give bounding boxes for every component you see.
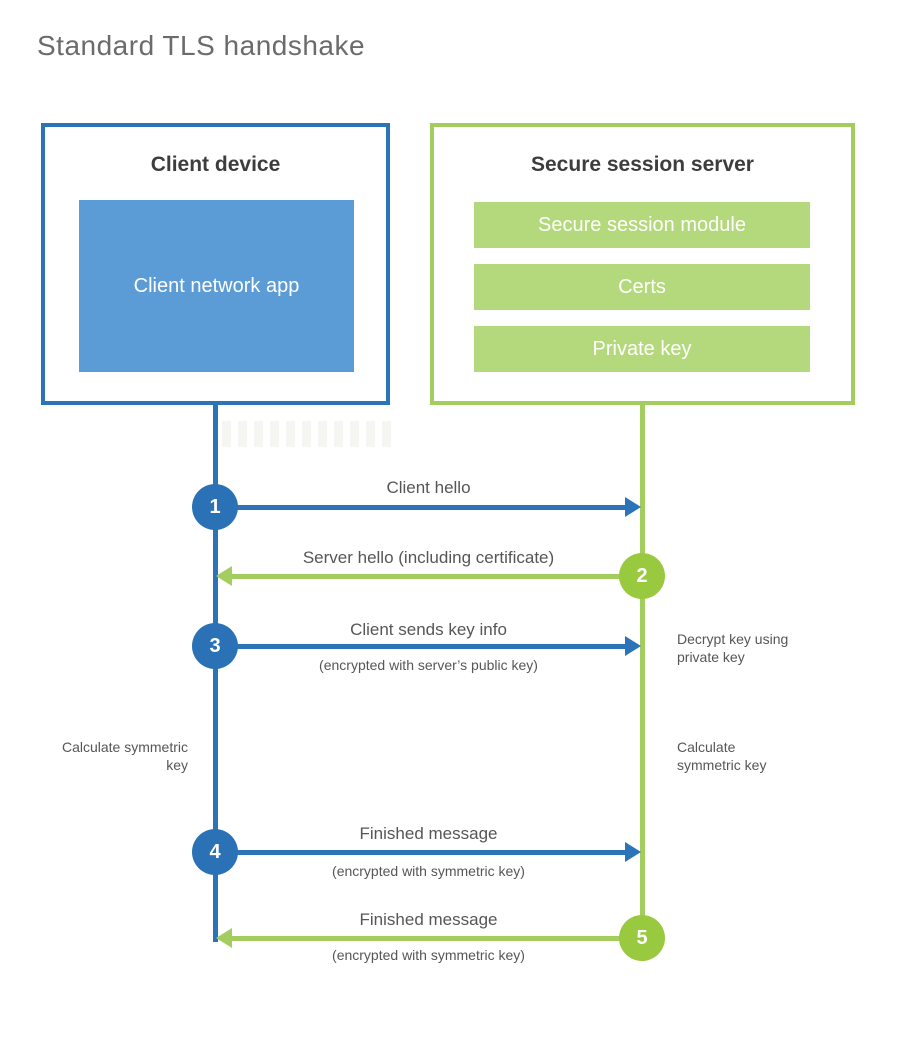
client-device-box: Client device Client network app bbox=[41, 123, 390, 405]
step-3-badge: 3 bbox=[192, 623, 238, 669]
step-1-badge: 1 bbox=[192, 484, 238, 530]
step-2-badge: 2 bbox=[619, 553, 665, 599]
watermark bbox=[222, 421, 392, 447]
server-lifeline bbox=[640, 405, 645, 961]
msg1-line bbox=[215, 505, 627, 510]
msg5-sublabel: (encrypted with symmetric key) bbox=[332, 947, 525, 963]
decrypt-key-note: Decrypt key using private key bbox=[677, 631, 789, 665]
page-title: Standard TLS handshake bbox=[37, 30, 366, 61]
msg1-arrow-right-icon bbox=[625, 497, 641, 517]
step-5-badge: 5 bbox=[619, 915, 665, 961]
private-key-bar: Private key bbox=[474, 326, 810, 372]
msg1-label: Client hello bbox=[386, 478, 471, 497]
msg4-arrow-right-icon bbox=[625, 842, 641, 862]
client-network-app-box: Client network app bbox=[79, 200, 354, 372]
msg3-line bbox=[215, 644, 627, 649]
secure-session-server-box: Secure session server Secure session mod… bbox=[430, 123, 855, 405]
msg4-label: Finished message bbox=[359, 824, 498, 843]
msg4-line bbox=[215, 850, 627, 855]
calc-symmetric-key-note-right: Calculate symmetric key bbox=[677, 739, 767, 773]
msg2-line bbox=[230, 574, 642, 579]
client-device-title: Client device bbox=[150, 153, 281, 176]
msg5-arrow-left-icon bbox=[216, 928, 232, 948]
msg3-arrow-right-icon bbox=[625, 636, 641, 656]
msg2-arrow-left-icon bbox=[216, 566, 232, 586]
msg5-line bbox=[230, 936, 642, 941]
msg3-label: Client sends key info bbox=[350, 620, 507, 639]
step-4-badge: 4 bbox=[192, 829, 238, 875]
calc-symmetric-key-note-left: Calculate symmetric key bbox=[61, 739, 188, 773]
certs-bar: Certs bbox=[474, 264, 810, 310]
msg3-sublabel: (encrypted with server’s public key) bbox=[319, 657, 538, 673]
msg2-label: Server hello (including certificate) bbox=[302, 548, 555, 567]
client-lifeline bbox=[213, 405, 218, 942]
secure-session-server-title: Secure session server bbox=[531, 153, 754, 176]
msg5-label: Finished message bbox=[359, 910, 498, 929]
msg4-sublabel: (encrypted with symmetric key) bbox=[332, 863, 525, 879]
secure-session-module-bar: Secure session module bbox=[474, 202, 810, 248]
